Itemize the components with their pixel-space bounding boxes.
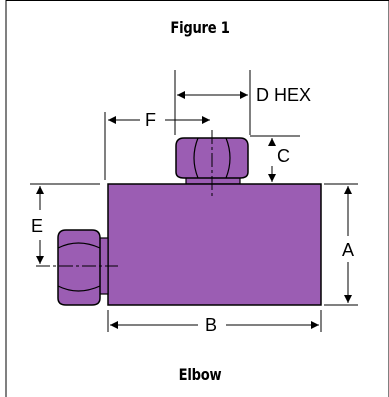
- label-f: F: [145, 110, 156, 130]
- elbow-body: [107, 183, 322, 306]
- side-hex-nut: [57, 229, 109, 306]
- label-d-hex: D HEX: [256, 85, 311, 105]
- label-b: B: [205, 315, 217, 335]
- label-c: C: [277, 146, 290, 166]
- figure-caption: Elbow: [178, 365, 222, 384]
- label-a: A: [342, 240, 354, 260]
- figure-title: Figure 1: [170, 18, 230, 37]
- label-e: E: [31, 216, 43, 236]
